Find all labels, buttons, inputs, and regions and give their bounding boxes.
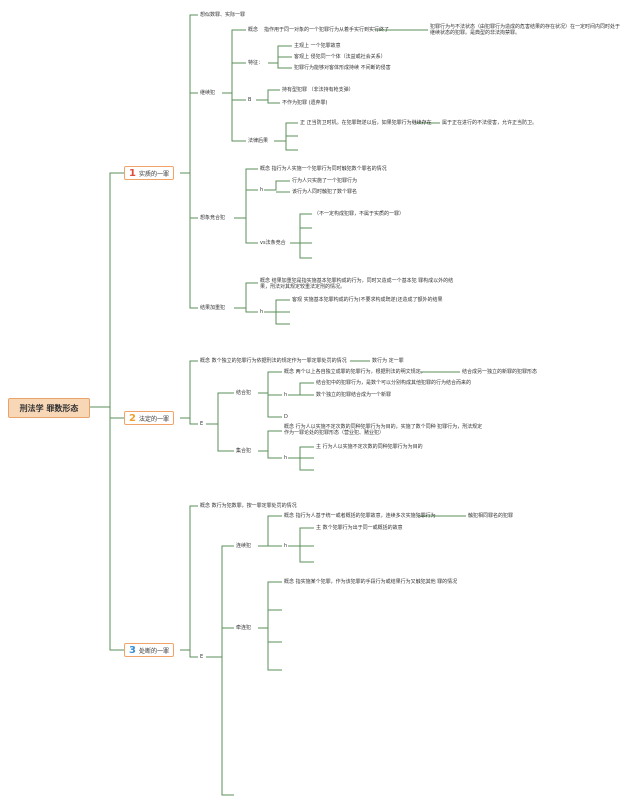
- jieguo-h-label: h: [260, 309, 264, 315]
- jixu-law-label: 法律后果: [248, 138, 269, 144]
- lianxu-gainian: 概念 指行为人基于统一或者概括的犯罪故意，连续多次实施犯罪行为: [284, 513, 436, 519]
- jiehe-gainian: 概念 两个以上各自独立成罪的犯罪行为，根据刑法的明文规定，: [284, 369, 426, 375]
- section-node-3[interactable]: 3 处断的一罪: [124, 643, 174, 657]
- s2-gainian-right: 数行为 定一罪: [372, 358, 404, 364]
- lianxu-h-label: h: [284, 543, 288, 549]
- section-number: 1: [129, 167, 136, 179]
- jihe-h-label: h: [284, 455, 288, 461]
- s1-top-note: 想似数罪、实际一罪: [200, 12, 246, 18]
- jieguo-gainian: 概念 结果加重犯是指实施基本犯罪构成的行为，同时又造成一个基本犯 罪构成以外的结…: [260, 278, 454, 290]
- xiangxiang-h-label: h: [260, 187, 264, 193]
- root-node[interactable]: 刑法学 罪数形态: [8, 398, 90, 418]
- jieguo-node[interactable]: 结果加重犯: [200, 305, 226, 311]
- xiangxiang-h-item: 行为人只实施了一个犯罪行为: [292, 178, 358, 184]
- jixu-law-text: 正 正当防卫时机。在犯罪既遂以后，如果犯罪行为继续存在: [300, 120, 432, 126]
- jiehe-h-item: 结合犯中的犯罪行为，是数个可以分别构成其他犯罪的行为结合而来的: [316, 380, 472, 386]
- jihe-h-item: 主 行为人以实施不定次数的同种犯罪行为为目的: [316, 444, 423, 450]
- qianlian-node[interactable]: 牵连犯: [236, 625, 252, 631]
- jixu-gainian-label: 概念: [248, 27, 259, 33]
- jihe-node[interactable]: 集合犯: [236, 448, 252, 454]
- jiehe-d-label: D: [284, 414, 288, 420]
- jixu-law-right: 属于正在进行的不法侵害，允许正当防卫。: [442, 120, 538, 126]
- s3-gainian: 概念 数行为犯数罪，按一罪定罪处罚的情况: [200, 503, 297, 509]
- xiangxiang-node[interactable]: 想象竞合犯: [200, 215, 226, 221]
- jixu-b-label: B: [248, 97, 252, 103]
- jiehe-h-item: 数个独立的犯罪结合成为一个新罪: [316, 392, 392, 398]
- section-label: 实质的一罪: [138, 170, 169, 178]
- xiangxiang-vs-item: （不一定构成犯罪，不属于实质的一罪）: [314, 211, 405, 217]
- jiehe-gainian-right: 结合成另一独立的新罪的犯罪形态: [462, 369, 538, 375]
- jiehe-h-label: h: [284, 392, 288, 398]
- jixu-tezheng-label: 特征：: [248, 60, 264, 66]
- lianxu-h-item: 主 数个犯罪行为出于同一或概括的故意: [316, 525, 403, 531]
- jixu-tezheng-item: 客观上 侵犯同一个体（法益或社会关系）: [294, 54, 386, 60]
- lianxu-node[interactable]: 连续犯: [236, 543, 252, 549]
- jixu-tezheng-item: 主观上 一个犯罪故意: [294, 43, 341, 49]
- s2-e-label: E: [200, 421, 204, 427]
- jixu-gainian-right: 犯罪行为与不法状态（由犯罪行为造成的危害结果的存在状况）在一定时间内同时处于继续…: [430, 24, 621, 36]
- jihe-gainian: 概念 行为人以实施不定次数的同种犯罪行为为目的，实施了数个同种 犯罪行为，刑法规…: [284, 424, 483, 436]
- section-label: 处断的一罪: [138, 647, 169, 655]
- s3-e-label: E: [200, 654, 204, 660]
- s2-gainian: 概念 数个独立的犯罪行为依据刑法的规定作为一罪定罪处罚的情况: [200, 358, 347, 364]
- jieguo-h-item: 客观 实施基本犯罪构成的行为(不要求构成既遂)还造成了额外的结果: [292, 297, 443, 303]
- jiehe-node[interactable]: 结合犯: [236, 390, 252, 396]
- xiangxiang-h-item: 该行为人同时触犯了数个罪名: [292, 189, 358, 195]
- section-label: 法定的一罪: [138, 415, 169, 423]
- jixu-b-item: 不作为犯罪 (遗弃罪): [282, 100, 328, 106]
- xiangxiang-gainian: 概念 指行为人实施一个犯罪行为同时触犯数个罪名的情况: [260, 166, 387, 172]
- jixu-node[interactable]: 继续犯: [200, 90, 216, 96]
- xiangxiang-vs-label: vs法条竞合: [260, 240, 286, 246]
- section-node-1[interactable]: 1 实质的一罪: [124, 166, 174, 180]
- section-number: 3: [129, 644, 136, 656]
- jixu-tezheng-item: 犯罪行为能够对客体形成持续 不间断的侵害: [294, 65, 391, 71]
- section-node-2[interactable]: 2 法定的一罪: [124, 411, 174, 425]
- jixu-b-item: 持有型犯罪 （非法持有枪支弹）: [282, 87, 354, 93]
- qianlian-gainian: 概念 指实施某个犯罪，作为该犯罪的手段行为或结果行为又触犯其他 罪的情况: [284, 579, 458, 585]
- section-number: 2: [129, 412, 136, 424]
- lianxu-gainian-right: 触犯相同罪名的犯罪: [468, 513, 514, 519]
- jixu-gainian: 指作用于同一对象的一个犯罪行为从着手实行到实行终了: [264, 27, 390, 33]
